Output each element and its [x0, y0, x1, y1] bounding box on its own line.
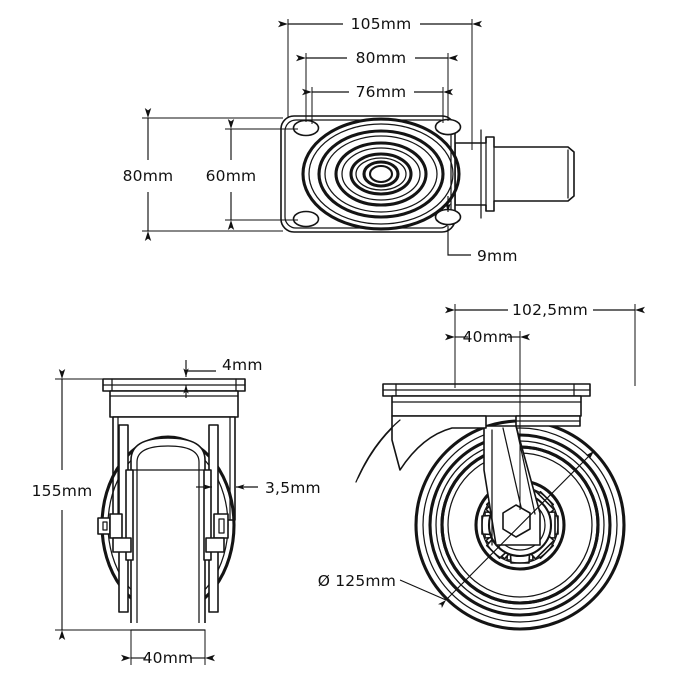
dim-9mm-label: 9mm	[477, 247, 518, 265]
dim-125mm: Ø 125mm	[318, 450, 595, 609]
side-mount-assembly	[355, 383, 591, 483]
dim-4mm-label: 4mm	[222, 356, 263, 374]
bolt-hole-top-left	[292, 119, 320, 137]
front-axle-bolt-right	[213, 513, 229, 539]
dim-3-5mm-label: 3,5mm	[265, 479, 321, 497]
front-axle-bolt-left	[97, 513, 123, 539]
front-top-plate	[102, 378, 246, 392]
dim-80mm-vertical: 80mm	[123, 108, 283, 241]
swivel-raceway-rings	[301, 117, 461, 231]
front-bracket-tab-right	[205, 537, 225, 553]
dim-105mm: 105mm	[278, 15, 482, 150]
top-plate-outline	[280, 115, 456, 233]
dim-60mm-label: 60mm	[206, 167, 257, 185]
dim-60mm: 60mm	[206, 119, 298, 230]
dim-80mm-horizontal: 80mm	[296, 49, 458, 122]
top-plate-bolt-holes	[292, 118, 462, 228]
swivel-arm-top	[454, 129, 575, 219]
dim-80mm-vertical-label: 80mm	[123, 167, 174, 185]
front-view-group: 4mm 155mm 3,5mm 40mm	[32, 356, 321, 667]
top-view-group: 105mm 80mm 76mm	[123, 15, 575, 265]
dim-105mm-label: 105mm	[351, 15, 412, 33]
dim-9mm: 9mm	[445, 196, 518, 265]
dim-4mm: 4mm	[183, 356, 263, 398]
dim-40mm-side-label: 40mm	[463, 328, 514, 346]
bolt-hole-bottom-right	[434, 208, 462, 226]
dim-76mm-label: 76mm	[356, 83, 407, 101]
bolt-hole-top-right	[434, 118, 462, 136]
dim-40mm-front: 40mm	[121, 630, 215, 667]
dim-76mm: 76mm	[302, 83, 453, 124]
dim-40mm-front-label: 40mm	[143, 649, 194, 667]
front-wheel-assembly	[100, 424, 236, 623]
dim-155mm: 155mm	[32, 369, 131, 640]
dim-125mm-label: Ø 125mm	[318, 572, 396, 590]
side-view-group: 102,5mm 40mm Ø 125mm	[318, 301, 645, 631]
front-bracket-tab-left	[112, 537, 132, 553]
dim-155mm-label: 155mm	[32, 482, 93, 500]
side-axle-hex-nut	[502, 504, 531, 538]
bolt-hole-bottom-left	[292, 210, 320, 228]
dim-3-5mm: 3,5mm	[196, 479, 321, 497]
dim-80mm-horizontal-label: 80mm	[356, 49, 407, 67]
dim-102-5mm-label: 102,5mm	[512, 301, 588, 319]
